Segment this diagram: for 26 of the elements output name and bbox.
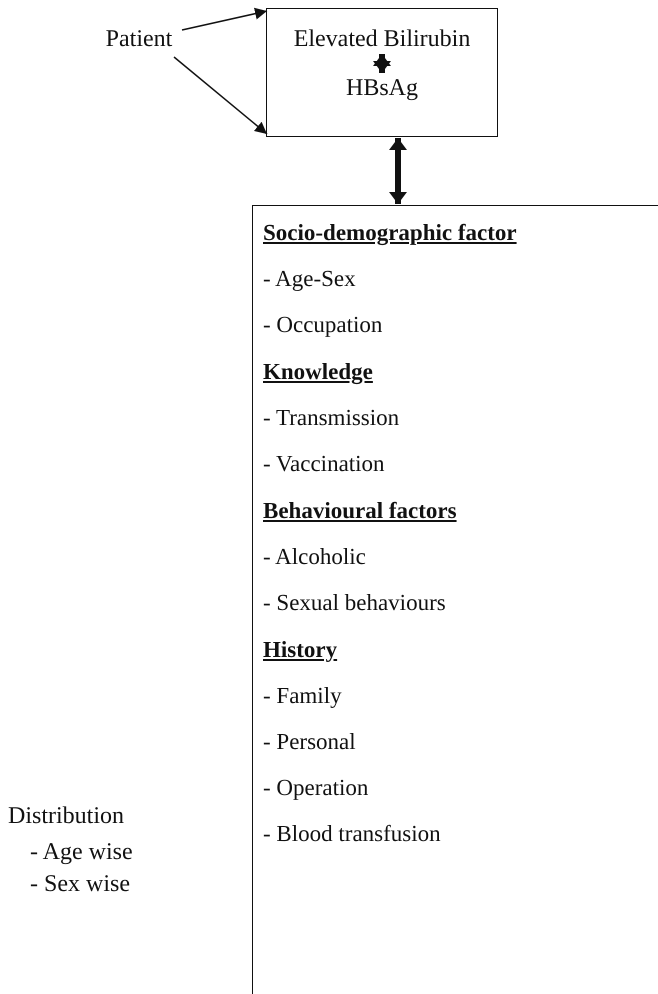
arrow: [174, 56, 268, 135]
list-item: - Sexual behaviours: [263, 590, 446, 615]
list-item: - Age-Sex: [263, 266, 356, 291]
list-item: - Alcoholic: [263, 544, 366, 569]
section-heading: Behavioural factors: [263, 498, 457, 523]
open-frame: [252, 205, 658, 994]
list-item: - Blood transfusion: [263, 821, 441, 846]
list-item: - Transmission: [263, 405, 400, 430]
section-heading: Knowledge: [263, 359, 373, 384]
arrow: [389, 138, 407, 204]
node-label: Patient: [96, 24, 182, 54]
list-item: - Personal: [263, 729, 356, 754]
section-heading: Socio-demographic factor: [263, 220, 517, 245]
node-label: Elevated Bilirubin: [267, 25, 497, 53]
arrow: [182, 8, 268, 31]
node-label: HBsAg: [267, 74, 497, 102]
annotation-text: Distribution: [8, 802, 124, 830]
list-item: - Vaccination: [263, 451, 385, 476]
list-item: - Operation: [263, 775, 368, 800]
process-box: [266, 8, 498, 137]
list-item: - Occupation: [263, 312, 382, 337]
section-heading: History: [263, 637, 338, 662]
annotation-text: - Sex wise: [30, 870, 130, 898]
annotation-text: - Age wise: [30, 838, 133, 866]
arrow: [373, 54, 391, 73]
list-item: - Family: [263, 683, 342, 708]
